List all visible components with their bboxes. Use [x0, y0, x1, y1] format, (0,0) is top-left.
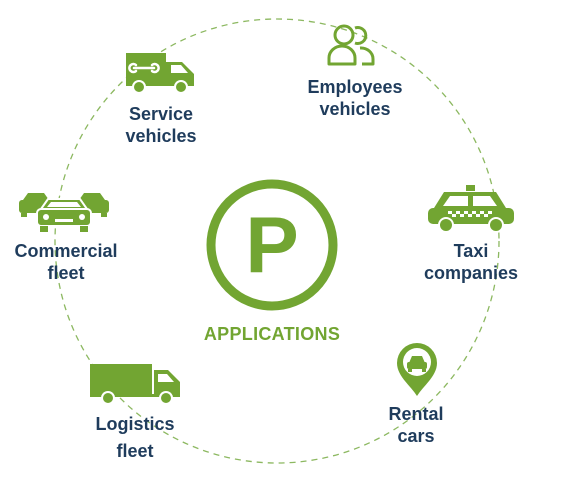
parking-letter: P: [245, 201, 298, 290]
label-employees-vehicles: Employees vehicles: [307, 77, 403, 119]
truck-icon: [90, 364, 180, 405]
center-title: APPLICATIONS: [203, 324, 341, 344]
people-icon: [327, 24, 375, 66]
label-logistics-fleet: Logistics fleet: [95, 414, 175, 461]
label-service-vehicles: Service vehicles: [125, 104, 197, 146]
taxi-icon: [428, 185, 514, 233]
map-pin-car-icon: [397, 343, 437, 396]
car-fleet-icon: [19, 193, 109, 232]
label-commercial-fleet: Commercial fleet: [14, 241, 118, 283]
service-van-icon: [126, 53, 194, 94]
label-rental-cars: Rental cars: [388, 404, 444, 446]
label-taxi-companies: Taxi companies: [423, 241, 519, 283]
parking-icon: P: [206, 179, 338, 311]
